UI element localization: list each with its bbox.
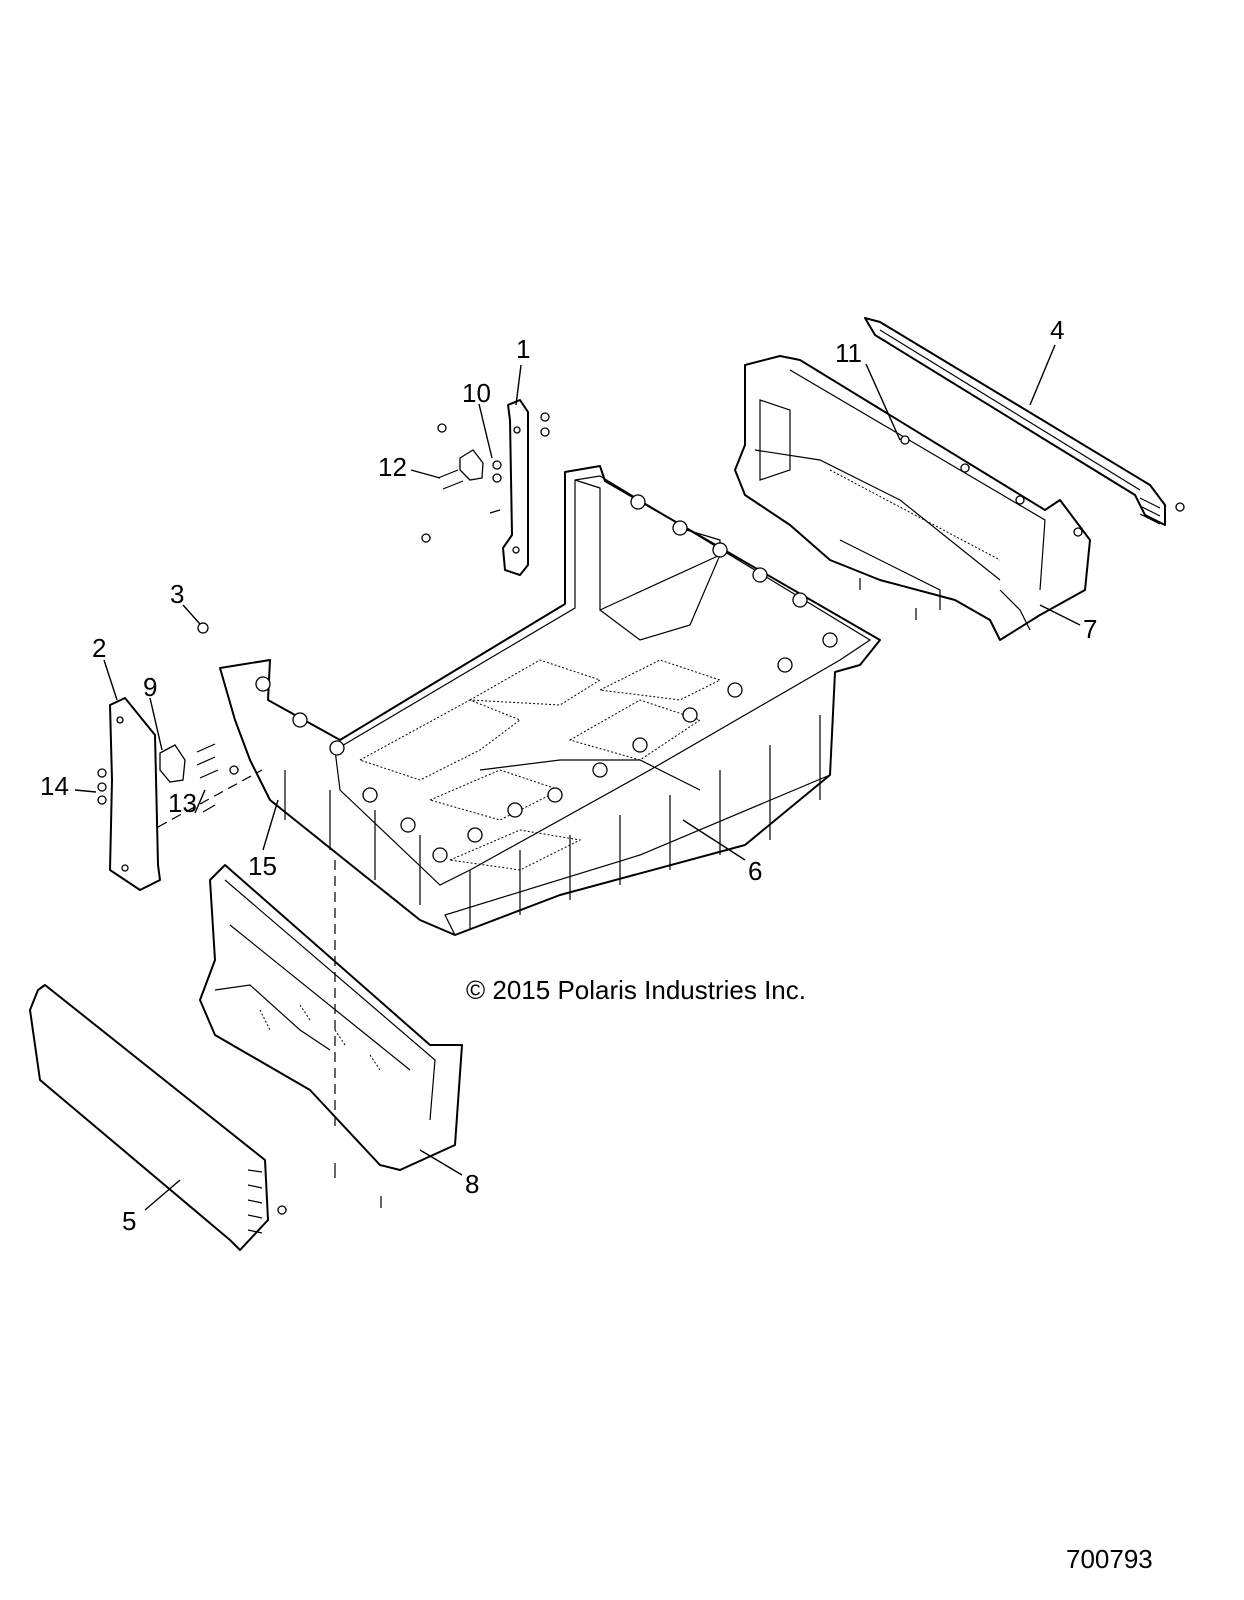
callout-3: 3 xyxy=(170,579,184,609)
tailgate-cover-part-5 xyxy=(29,984,269,1251)
clip-part-9 xyxy=(159,744,186,783)
leader-lines xyxy=(74,344,1081,1211)
diagram-number: 700793 xyxy=(1066,1544,1153,1574)
tailgate-part-8 xyxy=(199,864,463,1171)
callout-7: 7 xyxy=(1083,614,1097,644)
callout-1: 1 xyxy=(516,334,530,364)
callout-12: 12 xyxy=(378,452,407,482)
callout-15: 15 xyxy=(248,851,277,881)
callout-13: 13 xyxy=(168,788,197,818)
copyright-notice: © 2015 Polaris Industries Inc. xyxy=(466,975,806,1005)
callout-labels: 1 2 3 4 5 6 7 8 9 10 11 12 13 14 15 xyxy=(40,315,1097,1236)
bracket-part-2 xyxy=(109,697,161,891)
callout-2: 2 xyxy=(92,633,106,663)
callout-8: 8 xyxy=(465,1169,479,1199)
callout-11: 11 xyxy=(835,338,862,368)
rear-panel-part-7 xyxy=(734,355,1091,641)
callout-14: 14 xyxy=(40,771,69,801)
cargo-box-part-6 xyxy=(219,465,881,936)
bracket-part-1 xyxy=(502,399,529,576)
fasteners xyxy=(97,412,1185,1215)
callout-5: 5 xyxy=(122,1206,136,1236)
rear-trim-part-4 xyxy=(864,317,1166,526)
callout-10: 10 xyxy=(462,378,491,408)
callout-6: 6 xyxy=(748,856,762,886)
clip-part-10 xyxy=(459,449,484,481)
callout-9: 9 xyxy=(143,672,157,702)
callout-4: 4 xyxy=(1050,315,1064,345)
assembly-line xyxy=(157,769,263,828)
nut-part-3 xyxy=(197,622,209,634)
